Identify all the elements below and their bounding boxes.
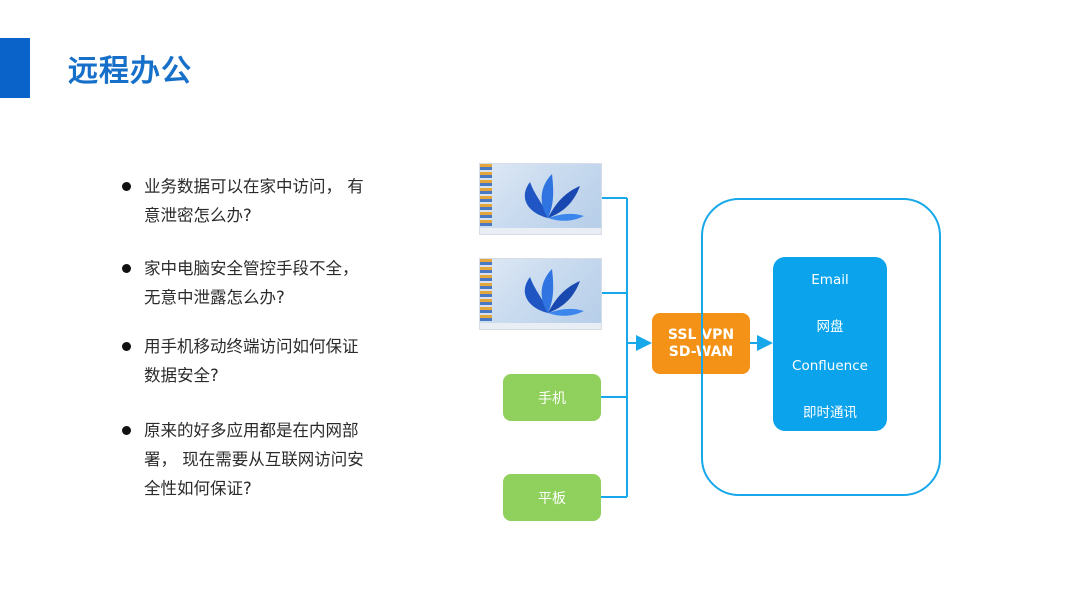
service-confluence: Confluence	[792, 358, 868, 374]
windows-bloom-icon	[524, 174, 584, 221]
intranet-boundary	[701, 198, 941, 496]
desktop-icons	[480, 164, 492, 226]
bullet-text: 全性如何保证?	[144, 479, 252, 498]
service-email: Email	[811, 272, 849, 288]
title-accent-bar	[0, 38, 30, 98]
bullet-text: 业务数据可以在家中访问， 有	[144, 177, 364, 196]
bullet-item: 家中电脑安全管控手段不全， 无意中泄露怎么办?	[122, 254, 359, 312]
service-netdisk: 网盘	[816, 319, 844, 335]
bullet-text: 用手机移动终端访问如何保证	[144, 337, 359, 356]
bullet-text: 意泄密怎么办?	[144, 206, 252, 225]
services-node: Email 网盘 Confluence 即时通讯	[773, 257, 887, 431]
bullet-text: 原来的好多应用都是在内网部	[144, 421, 359, 440]
bullet-item: 用手机移动终端访问如何保证 数据安全?	[122, 332, 359, 390]
bullet-text: 数据安全?	[144, 366, 219, 385]
bullet-text: 家中电脑安全管控手段不全，	[144, 259, 359, 278]
bullet-text: 无意中泄露怎么办?	[144, 288, 285, 307]
bullet-dot-icon	[122, 342, 131, 351]
taskbar	[480, 323, 601, 329]
gateway-label-2: SD-WAN	[668, 343, 734, 360]
bullet-text: 署， 现在需要从互联网访问安	[144, 450, 364, 469]
taskbar	[480, 228, 601, 234]
bullet-item: 业务数据可以在家中访问， 有 意泄密怎么办?	[122, 172, 364, 230]
phone-node: 手机	[503, 374, 601, 421]
windows-bloom-icon	[524, 269, 584, 316]
desktop-screenshot-1	[480, 164, 601, 234]
service-im: 即时通讯	[803, 405, 857, 421]
desktop-icons	[480, 259, 492, 321]
tablet-node: 平板	[503, 474, 601, 521]
bullet-dot-icon	[122, 182, 131, 191]
bullet-dot-icon	[122, 426, 131, 435]
bullet-dot-icon	[122, 264, 131, 273]
bullet-item: 原来的好多应用都是在内网部 署， 现在需要从互联网访问安 全性如何保证?	[122, 416, 364, 503]
desktop-screenshot-2	[480, 259, 601, 329]
slide-title: 远程办公	[68, 54, 192, 89]
